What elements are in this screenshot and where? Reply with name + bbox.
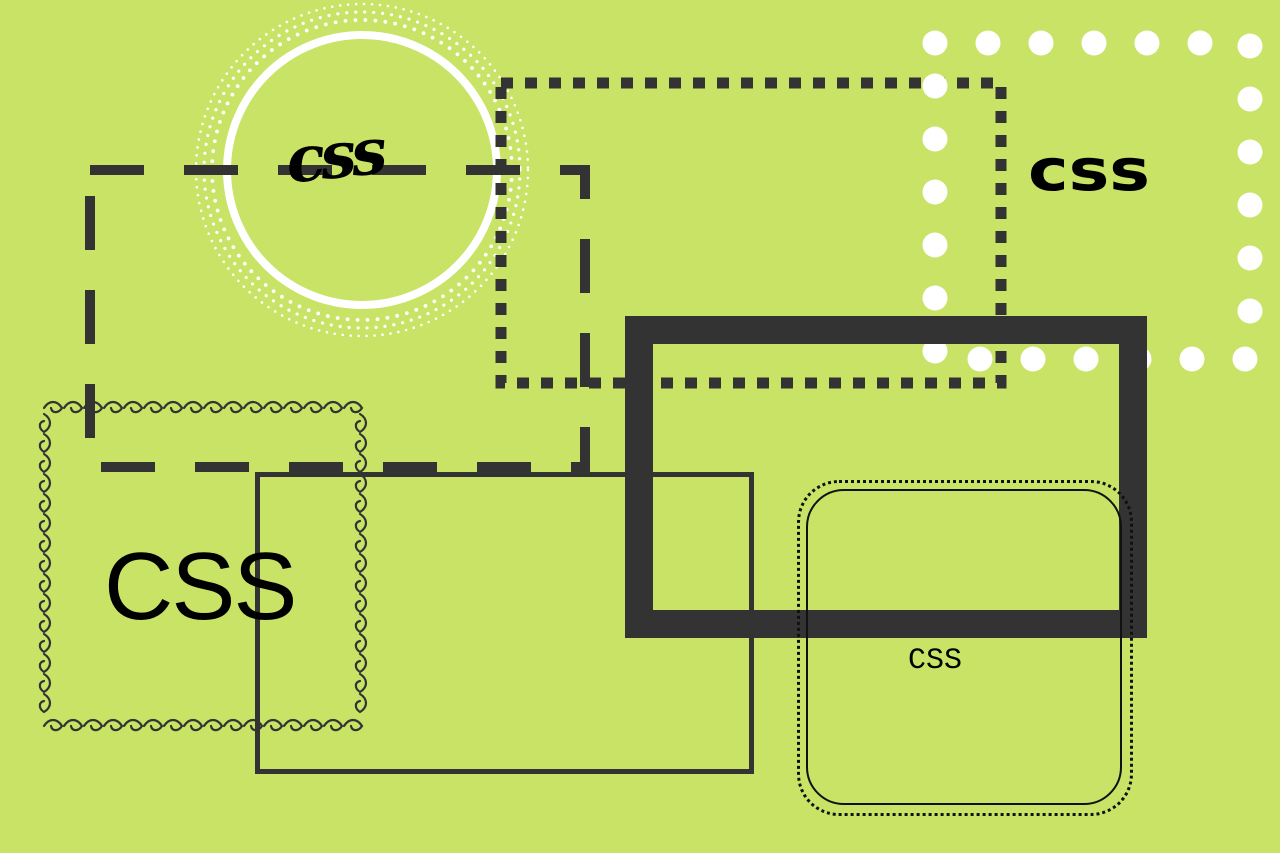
thin-rectangle	[255, 472, 754, 774]
dashed-rectangle	[85, 165, 590, 472]
white-dotted-frame	[922, 30, 1263, 372]
rounded-solid-frame	[806, 489, 1122, 805]
swirl-border-top	[42, 400, 364, 414]
dotted-rectangle	[495, 77, 1007, 389]
swirl-border-left	[38, 412, 52, 714]
dashed-rectangle-border	[85, 165, 590, 472]
thick-rectangle	[625, 316, 1147, 638]
swirl-border-bottom	[42, 718, 364, 732]
css-label-script: css	[282, 113, 386, 199]
white-dotted-frame-border	[922, 30, 1263, 372]
rounded-dotted-frame	[797, 480, 1133, 816]
css-label-bold: css	[1028, 136, 1151, 204]
css-label-regular: CSS	[104, 533, 297, 640]
dotted-rectangle-border	[495, 77, 1007, 389]
css-label-thin: CSS	[908, 644, 963, 678]
swirl-border-right	[354, 412, 368, 714]
